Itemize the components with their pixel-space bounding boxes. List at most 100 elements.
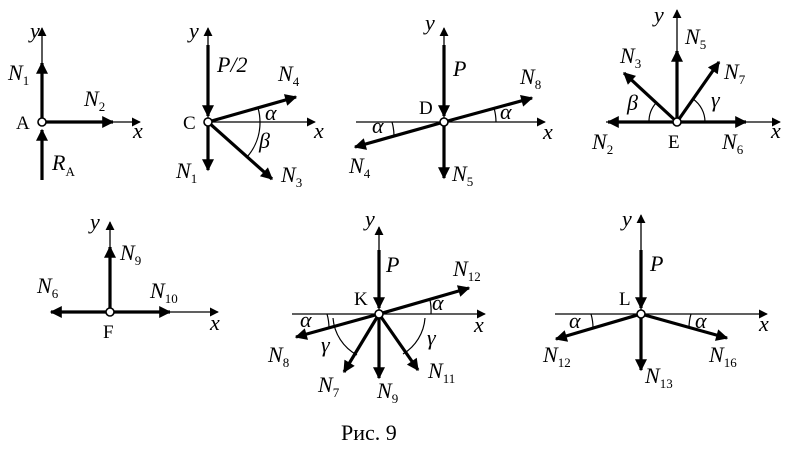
- force-label-p: P: [385, 252, 399, 277]
- node-l-point: [636, 309, 646, 319]
- angle-label-gamma: γ: [321, 332, 331, 357]
- angle-label-beta: β: [258, 128, 270, 153]
- angle-beta-arc: [246, 121, 261, 158]
- diagram-node-c: y x C P/2 N4 N1 N3 α β: [175, 18, 324, 190]
- force-n8-arrow: [294, 312, 380, 340]
- force-label-n7: N7: [723, 59, 746, 87]
- x-axis-label: x: [313, 118, 324, 143]
- y-axis-label: y: [423, 10, 435, 35]
- force-label-p: P: [452, 56, 466, 81]
- force-label-n5: N5: [451, 161, 473, 189]
- angle-gamma-arc-right: [402, 317, 426, 355]
- angle-label-alpha: α: [500, 99, 512, 124]
- force-label-n9: N9: [119, 240, 141, 268]
- angle-label-alpha: α: [569, 308, 581, 333]
- force-n4-arrow: [207, 94, 298, 124]
- force-label-p-half: P/2: [216, 52, 248, 77]
- force-n3-arrow: [206, 120, 274, 181]
- force-n3-arrow: [622, 71, 679, 124]
- force-label-n12: N12: [452, 256, 481, 284]
- angle-gamma-arc-left: [332, 317, 358, 356]
- force-label-n7: N7: [317, 372, 340, 400]
- diagram-node-a: y x A N1 N2 RA: [7, 18, 143, 180]
- angle-label-gamma: γ: [427, 325, 437, 350]
- angle-label-alpha: α: [372, 113, 384, 138]
- force-label-n6: N6: [36, 273, 59, 301]
- force-label-n1: N1: [175, 158, 197, 186]
- angle-label-beta: β: [626, 90, 638, 115]
- y-axis-label: y: [88, 209, 100, 234]
- x-axis-label: x: [758, 311, 769, 336]
- y-axis-label: y: [620, 206, 632, 231]
- angle-alpha-arc-right: [688, 313, 692, 329]
- force-n8-arrow: [443, 95, 534, 124]
- angle-label-alpha: α: [432, 290, 444, 315]
- angle-alpha-arc-left: [391, 121, 395, 137]
- force-label-n3: N3: [619, 43, 641, 71]
- angle-alpha-arc-right: [493, 107, 497, 123]
- force-label-n8: N8: [519, 64, 541, 92]
- node-f-point: [105, 307, 115, 317]
- force-label-n10: N10: [149, 278, 178, 306]
- y-axis-label: y: [363, 206, 375, 231]
- force-label-n1: N1: [7, 60, 29, 88]
- x-axis-label: x: [770, 118, 781, 143]
- angle-alpha-arc-left: [326, 313, 330, 329]
- diagram-node-d: y x D P N8 N4 N5 α α: [348, 10, 553, 189]
- force-label-n6: N6: [721, 129, 744, 157]
- node-label-d: D: [419, 98, 433, 119]
- force-label-n5: N5: [684, 24, 706, 52]
- node-d-point: [439, 117, 449, 127]
- node-a-point: [37, 117, 47, 127]
- y-axis-label: y: [28, 18, 40, 43]
- force-label-n4: N4: [348, 153, 371, 181]
- force-n12-arrow: [554, 312, 642, 342]
- x-axis-label: x: [209, 310, 220, 335]
- x-axis-label: x: [542, 119, 553, 144]
- force-n12-arrow: [378, 285, 471, 316]
- node-label-k: K: [354, 289, 368, 310]
- node-label-f: F: [103, 322, 114, 343]
- node-label-l: L: [619, 289, 631, 310]
- node-e-point: [672, 117, 682, 127]
- x-axis-label: x: [473, 312, 484, 337]
- diagram-node-e: y x E N5 N3 N7 N2 N6 β γ: [591, 2, 781, 157]
- angle-alpha-arc-left: [590, 313, 594, 329]
- force-label-n11: N11: [427, 358, 455, 386]
- figure-caption: Рис. 9: [341, 420, 397, 445]
- force-n16-arrow: [640, 312, 729, 341]
- node-c-point: [203, 117, 213, 127]
- force-label-n8: N8: [267, 342, 289, 370]
- force-label-n2: N2: [591, 129, 613, 157]
- force-label-n9: N9: [376, 378, 398, 406]
- force-n11-arrow: [377, 313, 420, 371]
- angle-label-alpha: α: [300, 307, 312, 332]
- x-axis-label: x: [132, 118, 143, 143]
- angle-alpha-arc-right: [429, 299, 432, 315]
- diagram-node-k: y x K P N12 N8 N7 N9 N11 α α γ γ: [267, 206, 486, 406]
- force-label-n13: N13: [644, 363, 673, 391]
- diagram-node-l: y x L P N12 N13 N16 α α: [542, 206, 769, 391]
- force-label-n3: N3: [280, 162, 302, 190]
- node-k-point: [374, 309, 384, 319]
- angle-gamma-arc: [692, 98, 706, 123]
- angle-beta-arc: [648, 102, 657, 123]
- force-label-n4: N4: [277, 61, 300, 89]
- angle-alpha-arc: [257, 107, 261, 123]
- angle-label-alpha: α: [695, 308, 707, 333]
- force-n7-arrow: [342, 313, 381, 374]
- node-label-c: C: [183, 113, 196, 134]
- y-axis-label: y: [187, 18, 199, 43]
- diagram-node-f: y x F N9 N6 N10: [36, 209, 220, 343]
- force-n7-arrow: [675, 61, 721, 123]
- node-label-a: A: [16, 113, 30, 134]
- force-label-p: P: [649, 251, 663, 276]
- force-label-n16: N16: [708, 342, 737, 370]
- force-label-ra: RA: [51, 150, 75, 179]
- force-label-n2: N2: [83, 86, 105, 114]
- node-label-e: E: [668, 132, 680, 153]
- force-n4-arrow: [353, 120, 445, 150]
- y-axis-label: y: [652, 2, 664, 27]
- angle-label-gamma: γ: [711, 87, 721, 112]
